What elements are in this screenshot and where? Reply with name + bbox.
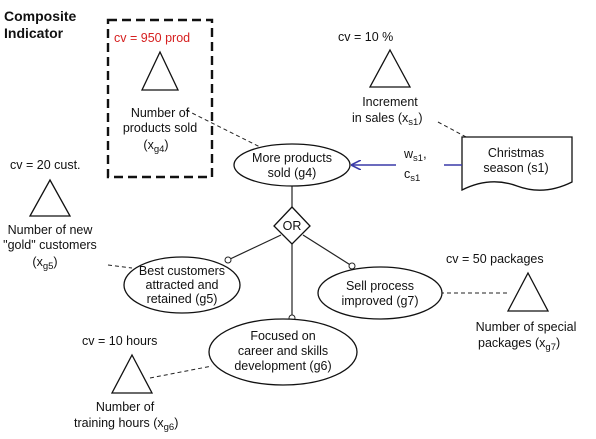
link-xs1-situation (437, 121, 469, 139)
xg5-label-3: (xg5) (32, 255, 57, 272)
composite-indicator-box[interactable] (106, 18, 214, 179)
xs1-label-2: in sales (xs1) (352, 111, 423, 128)
link-or-g7 (302, 234, 353, 267)
xg5-label-2: "gold" customers (3, 238, 97, 252)
link-or-g7-end (348, 262, 356, 270)
goal-g5-label-2: attracted and (146, 278, 219, 292)
link-or-g5-end (224, 256, 232, 264)
or-decomposition-diamond[interactable] (273, 206, 311, 245)
situation-s1-label-2: season (s1) (483, 161, 548, 175)
goal-g6-label-1: Focused on (250, 329, 315, 343)
link-xg4-g4 (185, 109, 263, 149)
xg7-label-2: packages (xg7) (478, 336, 560, 353)
composite-indicator-title-line2: Indicator (4, 25, 64, 41)
contribution-c-label: cs1 (404, 167, 420, 184)
xg4-label-2: products sold (123, 121, 197, 135)
link-xg5-g5 (107, 264, 133, 269)
xg7-current-value: cv = 50 packages (446, 252, 544, 266)
link-or-g5 (227, 234, 282, 261)
goal-g6-label-2: career and skills (238, 344, 328, 358)
xg5-current-value: cv = 20 cust. (10, 158, 81, 172)
link-xg6-g6 (149, 365, 213, 379)
xs1-current-value: cv = 10 % (338, 30, 393, 44)
goal-g4-label-1: More products (252, 151, 332, 165)
xs1-indicator-triangle[interactable] (368, 48, 412, 88)
xg4-current-value: cv = 950 prod (114, 31, 190, 45)
xg7-label-1: Number of special (476, 320, 577, 334)
contribution-w-label: ws1, (403, 147, 427, 164)
xg7-indicator-triangle[interactable] (506, 271, 550, 312)
xg6-label-1: Number of (96, 400, 155, 414)
or-label: OR (283, 219, 302, 233)
xg4-label-3: (xg4) (143, 138, 168, 155)
xg6-current-value: cv = 10 hours (82, 334, 157, 348)
xg6-label-2: training hours (xg6) (74, 416, 178, 433)
xg4-label-1: Number of (131, 106, 190, 120)
goal-g5-label-3: retained (g5) (147, 292, 218, 306)
xg4-indicator-triangle[interactable] (140, 50, 180, 91)
situation-s1-label-1: Christmas (488, 146, 544, 160)
goal-g7-label-2: improved (g7) (341, 294, 418, 308)
xs1-label-1: Increment (362, 95, 418, 109)
goal-g7[interactable] (317, 266, 443, 320)
situation-s1[interactable] (461, 136, 573, 192)
goal-g5-label-1: Best customers (139, 264, 225, 278)
goal-g6-label-3: development (g6) (234, 359, 331, 373)
goal-g4-label-2: sold (g4) (268, 166, 317, 180)
goal-g4[interactable] (233, 143, 351, 187)
composite-indicator-title-line1: Composite (4, 8, 77, 24)
goal-g7-label-1: Sell process (346, 279, 414, 293)
xg6-indicator-triangle[interactable] (110, 353, 154, 394)
xg5-indicator-triangle[interactable] (28, 178, 72, 217)
goal-g5[interactable] (123, 256, 241, 314)
xg5-label-1: Number of new (8, 223, 94, 237)
goal-g6[interactable] (208, 318, 358, 386)
